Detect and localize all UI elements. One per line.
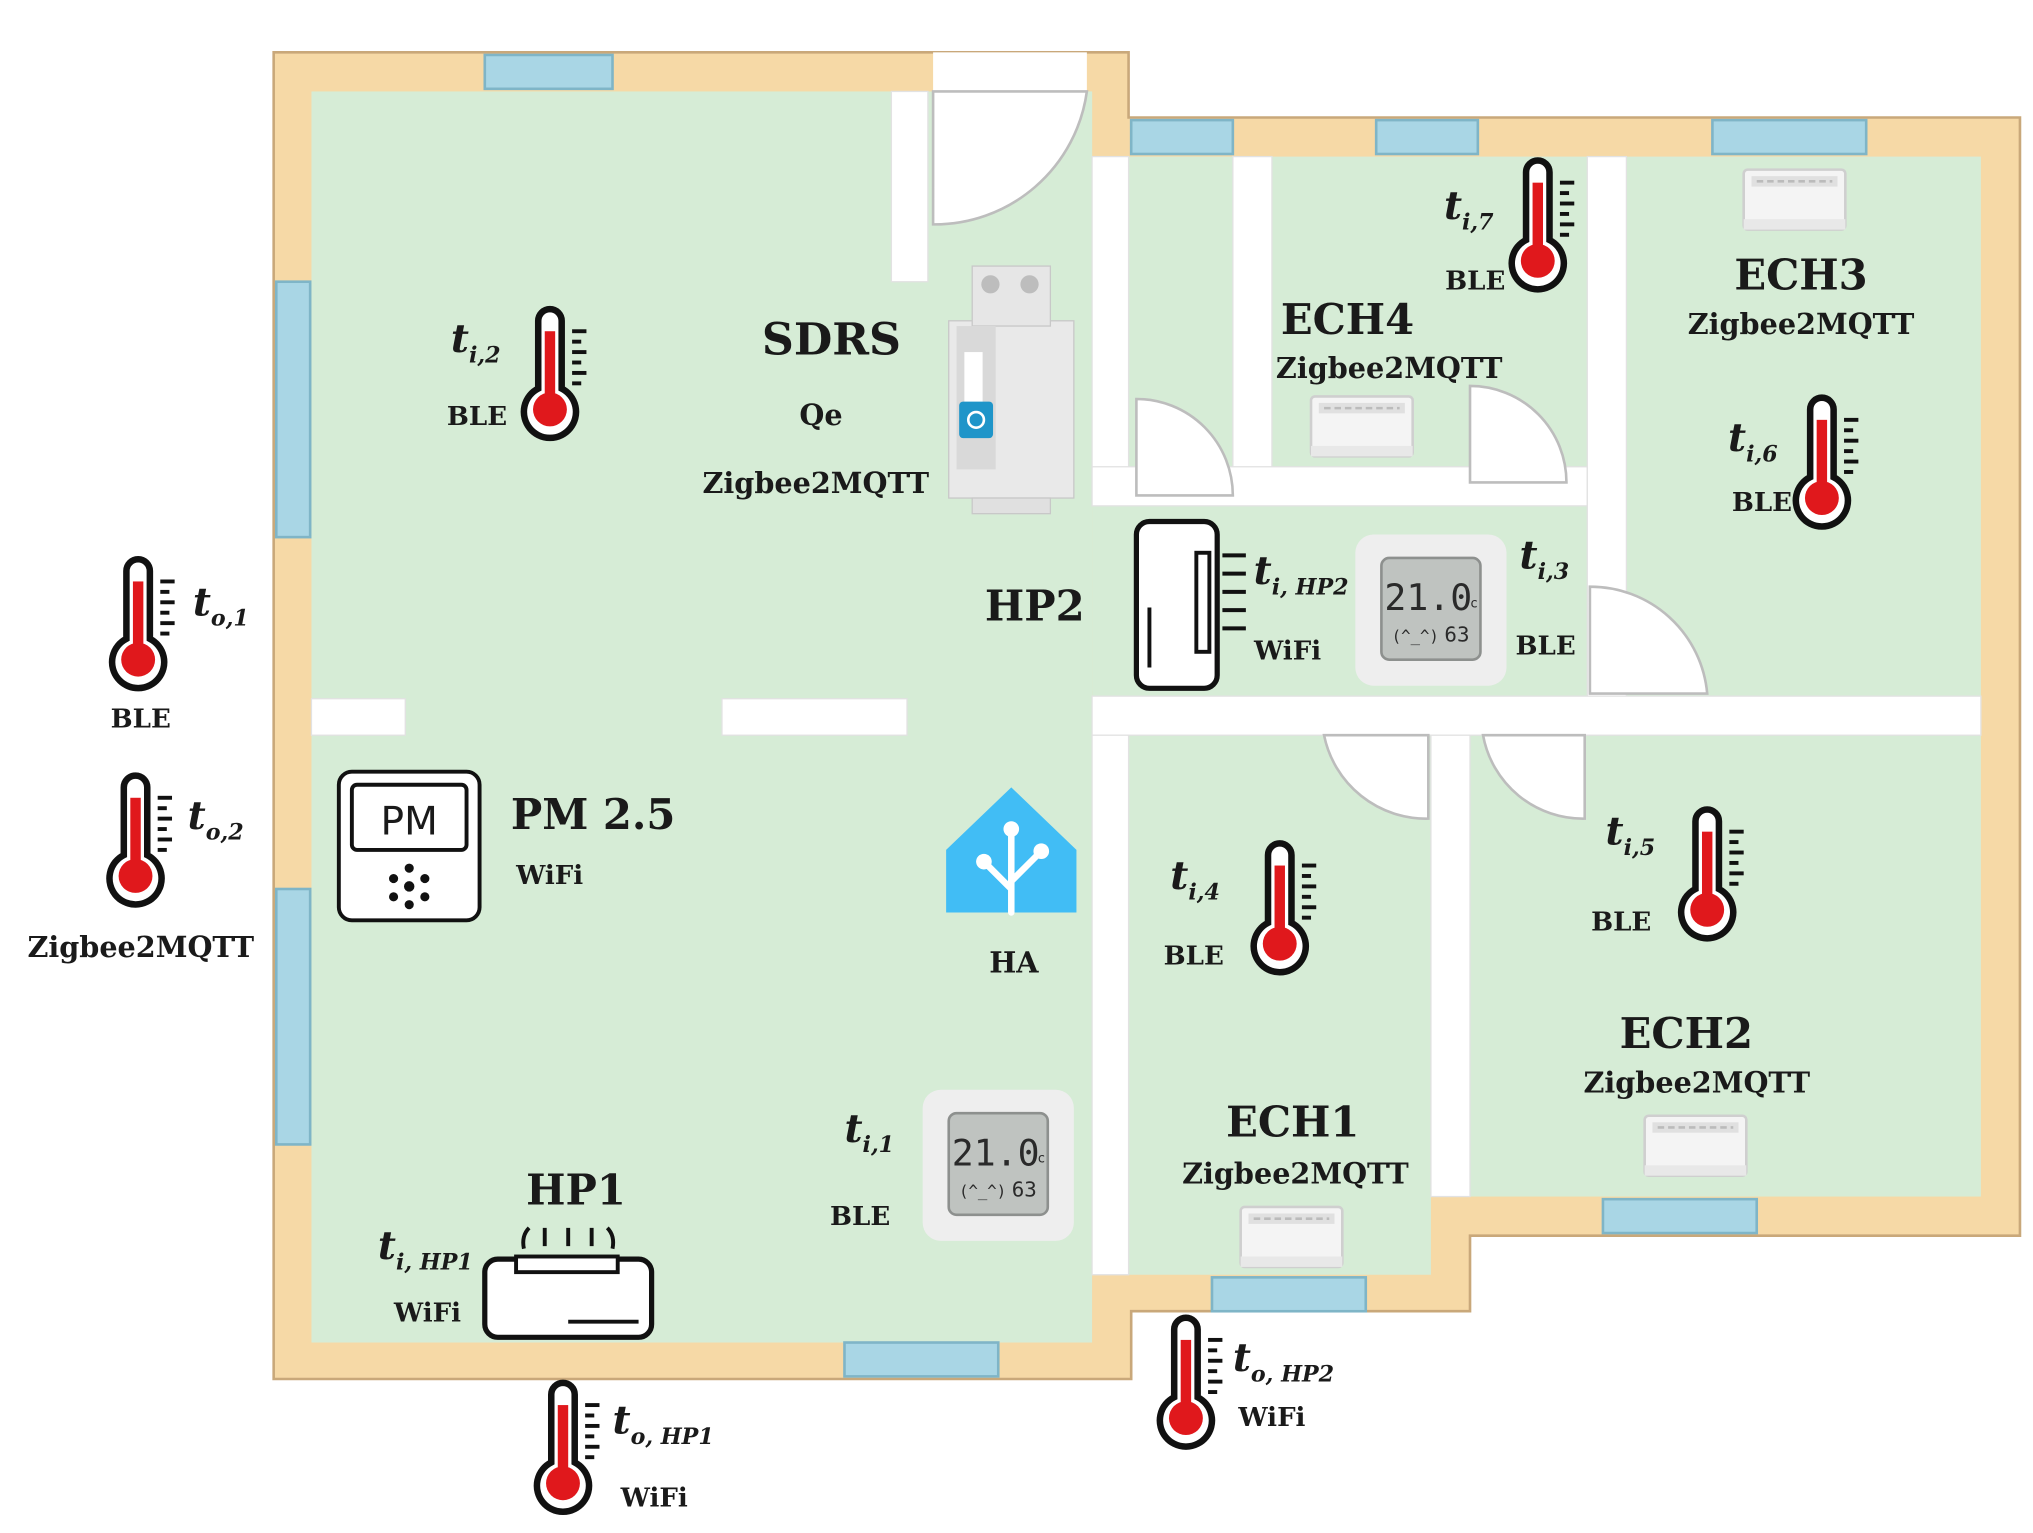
sensor-ti4-protocol: BLE	[1164, 942, 1224, 972]
svg-text:(^_^): (^_^)	[1392, 626, 1439, 645]
ech1-label: ECH1	[1226, 1098, 1359, 1147]
sensor-ti3-protocol: BLE	[1516, 631, 1576, 661]
svg-text:c: c	[1037, 1152, 1045, 1167]
sensor-ti1-protocol: BLE	[830, 1202, 890, 1232]
sdrs-qe-label: Qe	[799, 398, 842, 432]
electric-heater-icon	[1239, 1205, 1344, 1269]
windows	[274, 53, 1868, 1378]
hp2-label: HP2	[985, 582, 1085, 631]
entrance-door-gap	[933, 52, 1087, 92]
electric-heater-icon	[1742, 168, 1847, 231]
sensor-ti7-label: ti,7	[1444, 183, 1494, 235]
svg-text:PM: PM	[381, 799, 438, 844]
lcd-thermometer-icon: 21.0 c (^_^) 63	[1354, 533, 1508, 688]
svg-text:63: 63	[1444, 622, 1469, 646]
svg-text:63: 63	[1012, 1178, 1037, 1202]
sensor-tihp1-label: ti, HP1	[378, 1223, 473, 1275]
sensor-ti2-label: ti,2	[451, 316, 501, 368]
sensor-tohp2-protocol: WiFi	[1237, 1403, 1305, 1433]
interior-partitions	[310, 90, 1982, 1276]
lcd-thermometer-icon: 21.0 c (^_^) 63	[921, 1088, 1076, 1243]
pm25-protocol: WiFi	[515, 861, 583, 891]
thermometer-icon	[109, 776, 172, 905]
ech3-protocol: Zigbee2MQTT	[1688, 307, 1915, 341]
thermometer-icon	[537, 1383, 600, 1512]
room-ech3-floor	[1626, 156, 1981, 697]
sensor-tihp2-label: ti, HP2	[1254, 548, 1349, 600]
svg-text:c: c	[1470, 597, 1478, 612]
sdrs-protocol: Zigbee2MQTT	[703, 466, 930, 500]
ech2-protocol: Zigbee2MQTT	[1583, 1065, 1810, 1099]
sdrs-label: SDRS	[762, 314, 901, 366]
to2-protocol: Zigbee2MQTT	[27, 930, 254, 964]
sensor-to1-label: to,1	[193, 579, 249, 631]
svg-text:(^_^): (^_^)	[959, 1182, 1006, 1201]
thermometer-icon	[1160, 1318, 1223, 1447]
home-assistant-icon	[946, 787, 1077, 916]
sensor-ti4-label: ti,4	[1170, 853, 1220, 905]
sensor-ti1-label: ti,1	[844, 1106, 894, 1158]
heat-pump-indoor-unit-icon	[482, 1226, 655, 1340]
svg-text:21.0: 21.0	[1384, 576, 1472, 619]
room-ech1-floor	[1128, 735, 1431, 1275]
ech3-label: ECH3	[1734, 251, 1867, 300]
sensor-ti2-protocol: BLE	[447, 402, 507, 432]
sensor-ti3-label: ti,3	[1520, 532, 1570, 584]
sensor-tihp2-protocol: WiFi	[1253, 637, 1321, 667]
ech4-label: ECH4	[1281, 295, 1414, 344]
thermometer-icon	[112, 559, 175, 688]
sensor-ti6-label: ti,6	[1728, 415, 1778, 467]
ha-label: HA	[989, 945, 1039, 979]
hp1-label: HP1	[526, 1165, 626, 1214]
sensor-tohp1-protocol: WiFi	[620, 1484, 688, 1514]
sensor-tohp2-label: to, HP2	[1233, 1335, 1334, 1387]
sensor-ti5-label: ti,5	[1606, 809, 1656, 861]
heat-pump-indoor-unit-icon	[1133, 518, 1246, 691]
sdrs-relay-icon	[948, 265, 1075, 515]
sensor-tihp1-protocol: WiFi	[393, 1299, 461, 1329]
sensor-tohp1-label: to, HP1	[613, 1398, 714, 1450]
door-swings	[931, 90, 1709, 820]
svg-text:21.0: 21.0	[952, 1131, 1040, 1174]
ech1-protocol: Zigbee2MQTT	[1182, 1157, 1409, 1191]
sensor-to2-label: to,2	[188, 793, 244, 845]
pm25-label: PM 2.5	[511, 790, 676, 839]
ech2-label: ECH2	[1620, 1009, 1753, 1058]
sensor-to1-protocol: BLE	[111, 704, 171, 734]
sensor-ti7-protocol: BLE	[1445, 267, 1505, 297]
sensor-ti6-protocol: BLE	[1732, 488, 1792, 518]
electric-heater-icon	[1309, 395, 1414, 458]
sensor-ti5-protocol: BLE	[1591, 908, 1651, 938]
pm25-sensor-icon: PM	[336, 769, 482, 923]
ech4-protocol: Zigbee2MQTT	[1276, 351, 1503, 385]
electric-heater-icon	[1643, 1114, 1748, 1178]
